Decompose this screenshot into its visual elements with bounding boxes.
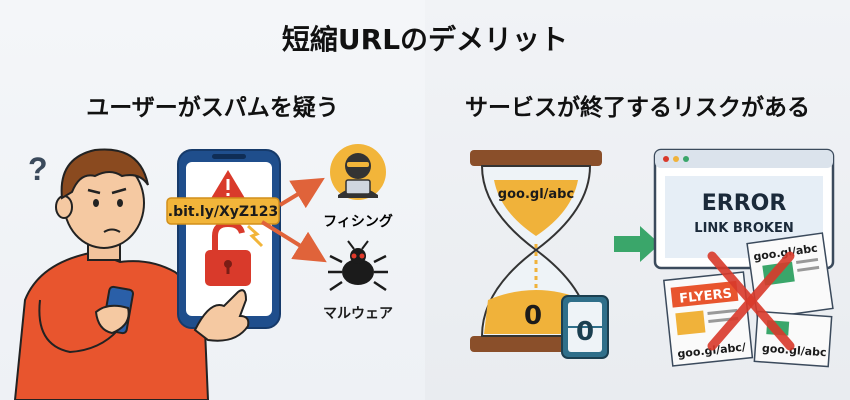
right-heading: サービスが終了するリスクがある [465, 95, 810, 121]
flyer-label: FLYERS [679, 286, 733, 306]
arrow-to-malware [260, 220, 327, 263]
hand [193, 289, 250, 342]
phishing-label: フィシング [323, 213, 393, 230]
left-heading: ユーザーがスパムを疑う [86, 95, 339, 121]
malware-bug-icon [328, 240, 388, 292]
url-badge-text: .bit.ly/XyZ123 [168, 204, 278, 220]
green-arrow-icon [614, 226, 660, 262]
warning-icon [210, 170, 246, 200]
error-title: ERROR [702, 191, 787, 216]
arrow-to-phishing [278, 177, 325, 209]
flip-counter-digit: 0 [576, 317, 594, 347]
flip-counter [561, 295, 609, 359]
hacker-icon [330, 144, 386, 200]
page-title: 短縮URLのデメリット [281, 23, 569, 56]
cross-out-icon [707, 251, 795, 351]
malware-label: マルウェア [323, 306, 393, 322]
question-mark: ? [28, 151, 48, 187]
error-subtitle: LINK BROKEN [694, 221, 793, 236]
url-badge [166, 197, 280, 225]
flyer [663, 271, 754, 367]
doc-url-bottom-right: goo.gl/abc [762, 342, 827, 359]
hourglass-url: goo.gl/abc [498, 187, 574, 202]
lightning-icon [247, 224, 264, 248]
hourglass-counter-digit: 0 [524, 301, 542, 331]
